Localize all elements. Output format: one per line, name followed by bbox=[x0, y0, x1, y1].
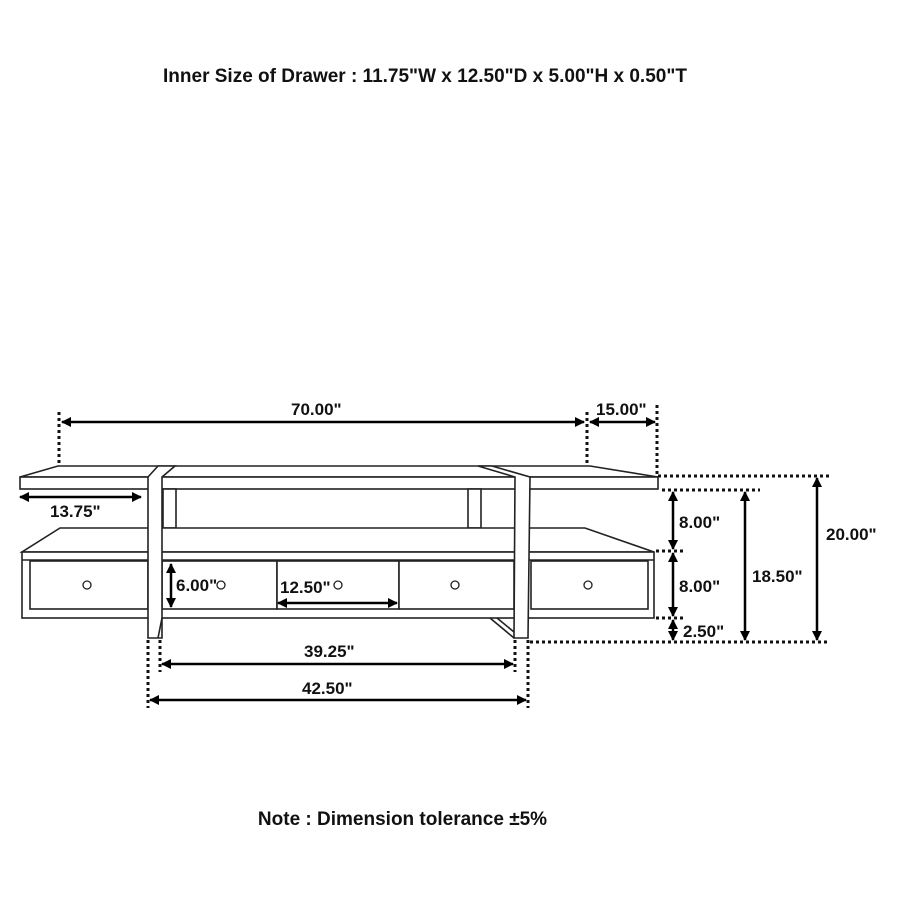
top-shelf-front bbox=[19, 476, 659, 490]
inner-support-left bbox=[162, 488, 177, 529]
drawer-inner-size-title: Inner Size of Drawer : 11.75"W x 12.50"D… bbox=[163, 66, 687, 87]
dim-inner-leg-span: 39.25" bbox=[304, 642, 355, 661]
cabinet-top-surface bbox=[19, 527, 655, 553]
drawer-knob-icon bbox=[450, 580, 460, 590]
dim-base-clearance: 2.50" bbox=[683, 622, 724, 641]
drawer-knob-icon bbox=[583, 580, 593, 590]
drawer-knob-icon bbox=[216, 580, 226, 590]
inner-support-right bbox=[467, 488, 482, 529]
dim-cabinet-height: 8.00" bbox=[679, 577, 720, 596]
dim-upper-gap-height: 8.00" bbox=[679, 513, 720, 532]
drawer-knob-icon bbox=[82, 580, 92, 590]
dim-drawer-depth: 12.50" bbox=[280, 578, 331, 597]
dim-top-left-overhang: 13.75" bbox=[50, 502, 101, 521]
leg-left bbox=[147, 465, 178, 639]
dim-overall-height: 20.00" bbox=[826, 525, 877, 544]
dimension-lines bbox=[19, 405, 830, 708]
dim-top-shelf-height: 18.50" bbox=[752, 567, 803, 586]
dim-side-overhang: 15.00" bbox=[596, 400, 647, 419]
drawer-knob-icon bbox=[333, 580, 343, 590]
tolerance-note: Note : Dimension tolerance ±5% bbox=[257, 809, 548, 830]
top-shelf-surface bbox=[19, 465, 659, 478]
dim-outer-leg-span: 42.50" bbox=[302, 679, 353, 698]
console-furniture bbox=[19, 465, 659, 639]
dim-drawer-height: 6.00" bbox=[176, 576, 217, 595]
dim-overall-width: 70.00" bbox=[291, 400, 342, 419]
